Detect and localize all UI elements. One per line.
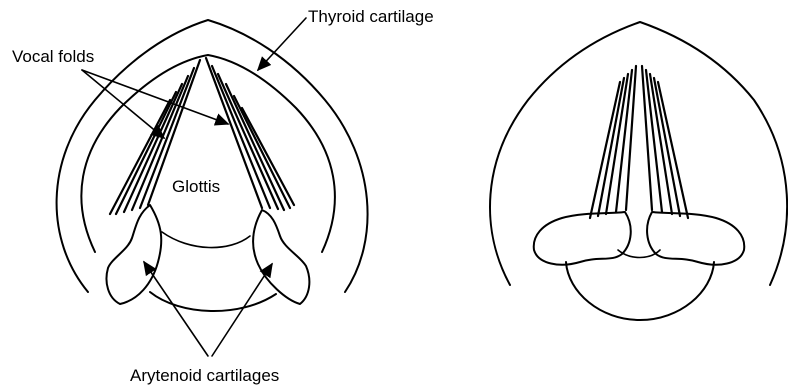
right-vocal-fold-left bbox=[590, 66, 636, 218]
left-cricoid-arc bbox=[150, 292, 276, 311]
left-arytenoid-right bbox=[253, 210, 309, 304]
arrow-thyroid bbox=[258, 18, 306, 70]
label-glottis: Glottis bbox=[172, 177, 220, 196]
left-glottis-curve bbox=[162, 232, 250, 248]
label-thyroid-cartilage: Thyroid cartilage bbox=[308, 7, 434, 26]
right-cricoid-ring bbox=[566, 262, 714, 320]
arrow-arytenoid-left bbox=[144, 262, 208, 356]
left-arytenoid-left bbox=[107, 205, 162, 304]
closed-larynx-figure bbox=[490, 22, 787, 320]
right-vocal-fold-right bbox=[642, 66, 688, 218]
left-thyroid-outer bbox=[57, 20, 368, 292]
annotations: Thyroid cartilage Vocal folds Glottis Ar… bbox=[12, 7, 434, 385]
label-arytenoid-cartilages: Arytenoid cartilages bbox=[130, 366, 279, 385]
open-larynx-figure bbox=[57, 20, 368, 311]
label-vocal-folds: Vocal folds bbox=[12, 47, 94, 66]
right-arytenoid-right bbox=[647, 212, 744, 265]
right-arytenoid-left bbox=[534, 212, 631, 265]
